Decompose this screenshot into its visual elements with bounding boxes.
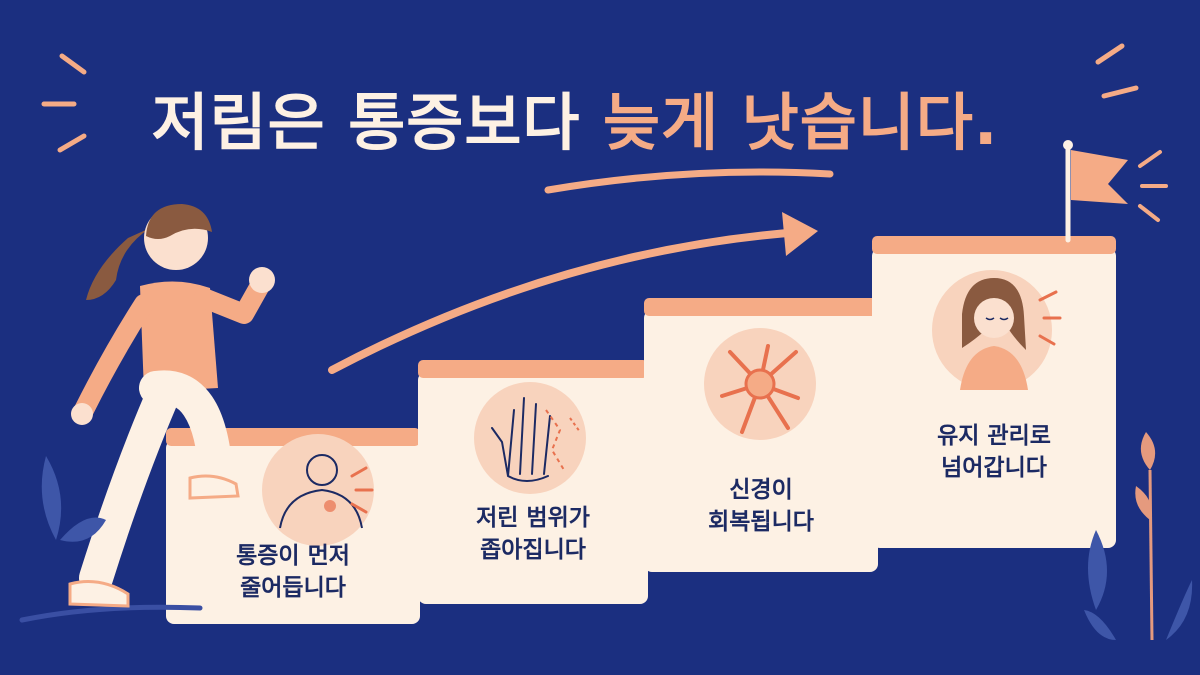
title-part-main: 저림은 통증보다 [151, 86, 581, 159]
step-block-3 [644, 298, 878, 572]
step-1-line-1: 통증이 먼저 [236, 543, 350, 569]
step-2-line-1: 저린 범위가 [476, 505, 590, 531]
title-sparkle-left-icon [41, 53, 87, 153]
hand-numbness-icon [474, 382, 586, 494]
back-pain-icon [262, 434, 374, 546]
step-1-line-2: 줄어듭니다 [240, 575, 346, 601]
climbing-woman-illustration [19, 204, 275, 623]
step-label-4: 유지 관리로 넘어갑니다 [878, 420, 1110, 484]
nerve-cell-icon [704, 328, 816, 440]
leaf-decoration-left-icon [41, 456, 106, 542]
page-title: 저림은 통증보다 늦게 낫습니다. [0, 72, 1150, 162]
title-underline [544, 168, 834, 194]
step-label-1: 통증이 먼저 줄어듭니다 [176, 540, 410, 604]
step-label-2: 저린 범위가 좁아집니다 [424, 502, 642, 566]
title-sparkle-right-icon [1095, 43, 1139, 99]
step-2-line-2: 좁아집니다 [480, 537, 586, 563]
step-4-line-2: 넘어갑니다 [941, 455, 1047, 481]
goal-flag-icon [1063, 140, 1128, 243]
progress-arrow-icon [328, 212, 818, 374]
step-3-line-1: 신경이 [729, 477, 793, 503]
flag-sparkle-icon [1138, 150, 1168, 222]
title-part-accent: 늦게 낫습니다. [603, 86, 999, 159]
calm-woman-icon [932, 270, 1062, 390]
step-label-3: 신경이 회복됩니다 [650, 474, 872, 538]
leaf-decoration-right-icon [1084, 432, 1193, 641]
step-3-line-2: 회복됩니다 [708, 509, 814, 535]
step-4-line-1: 유지 관리로 [937, 423, 1051, 449]
